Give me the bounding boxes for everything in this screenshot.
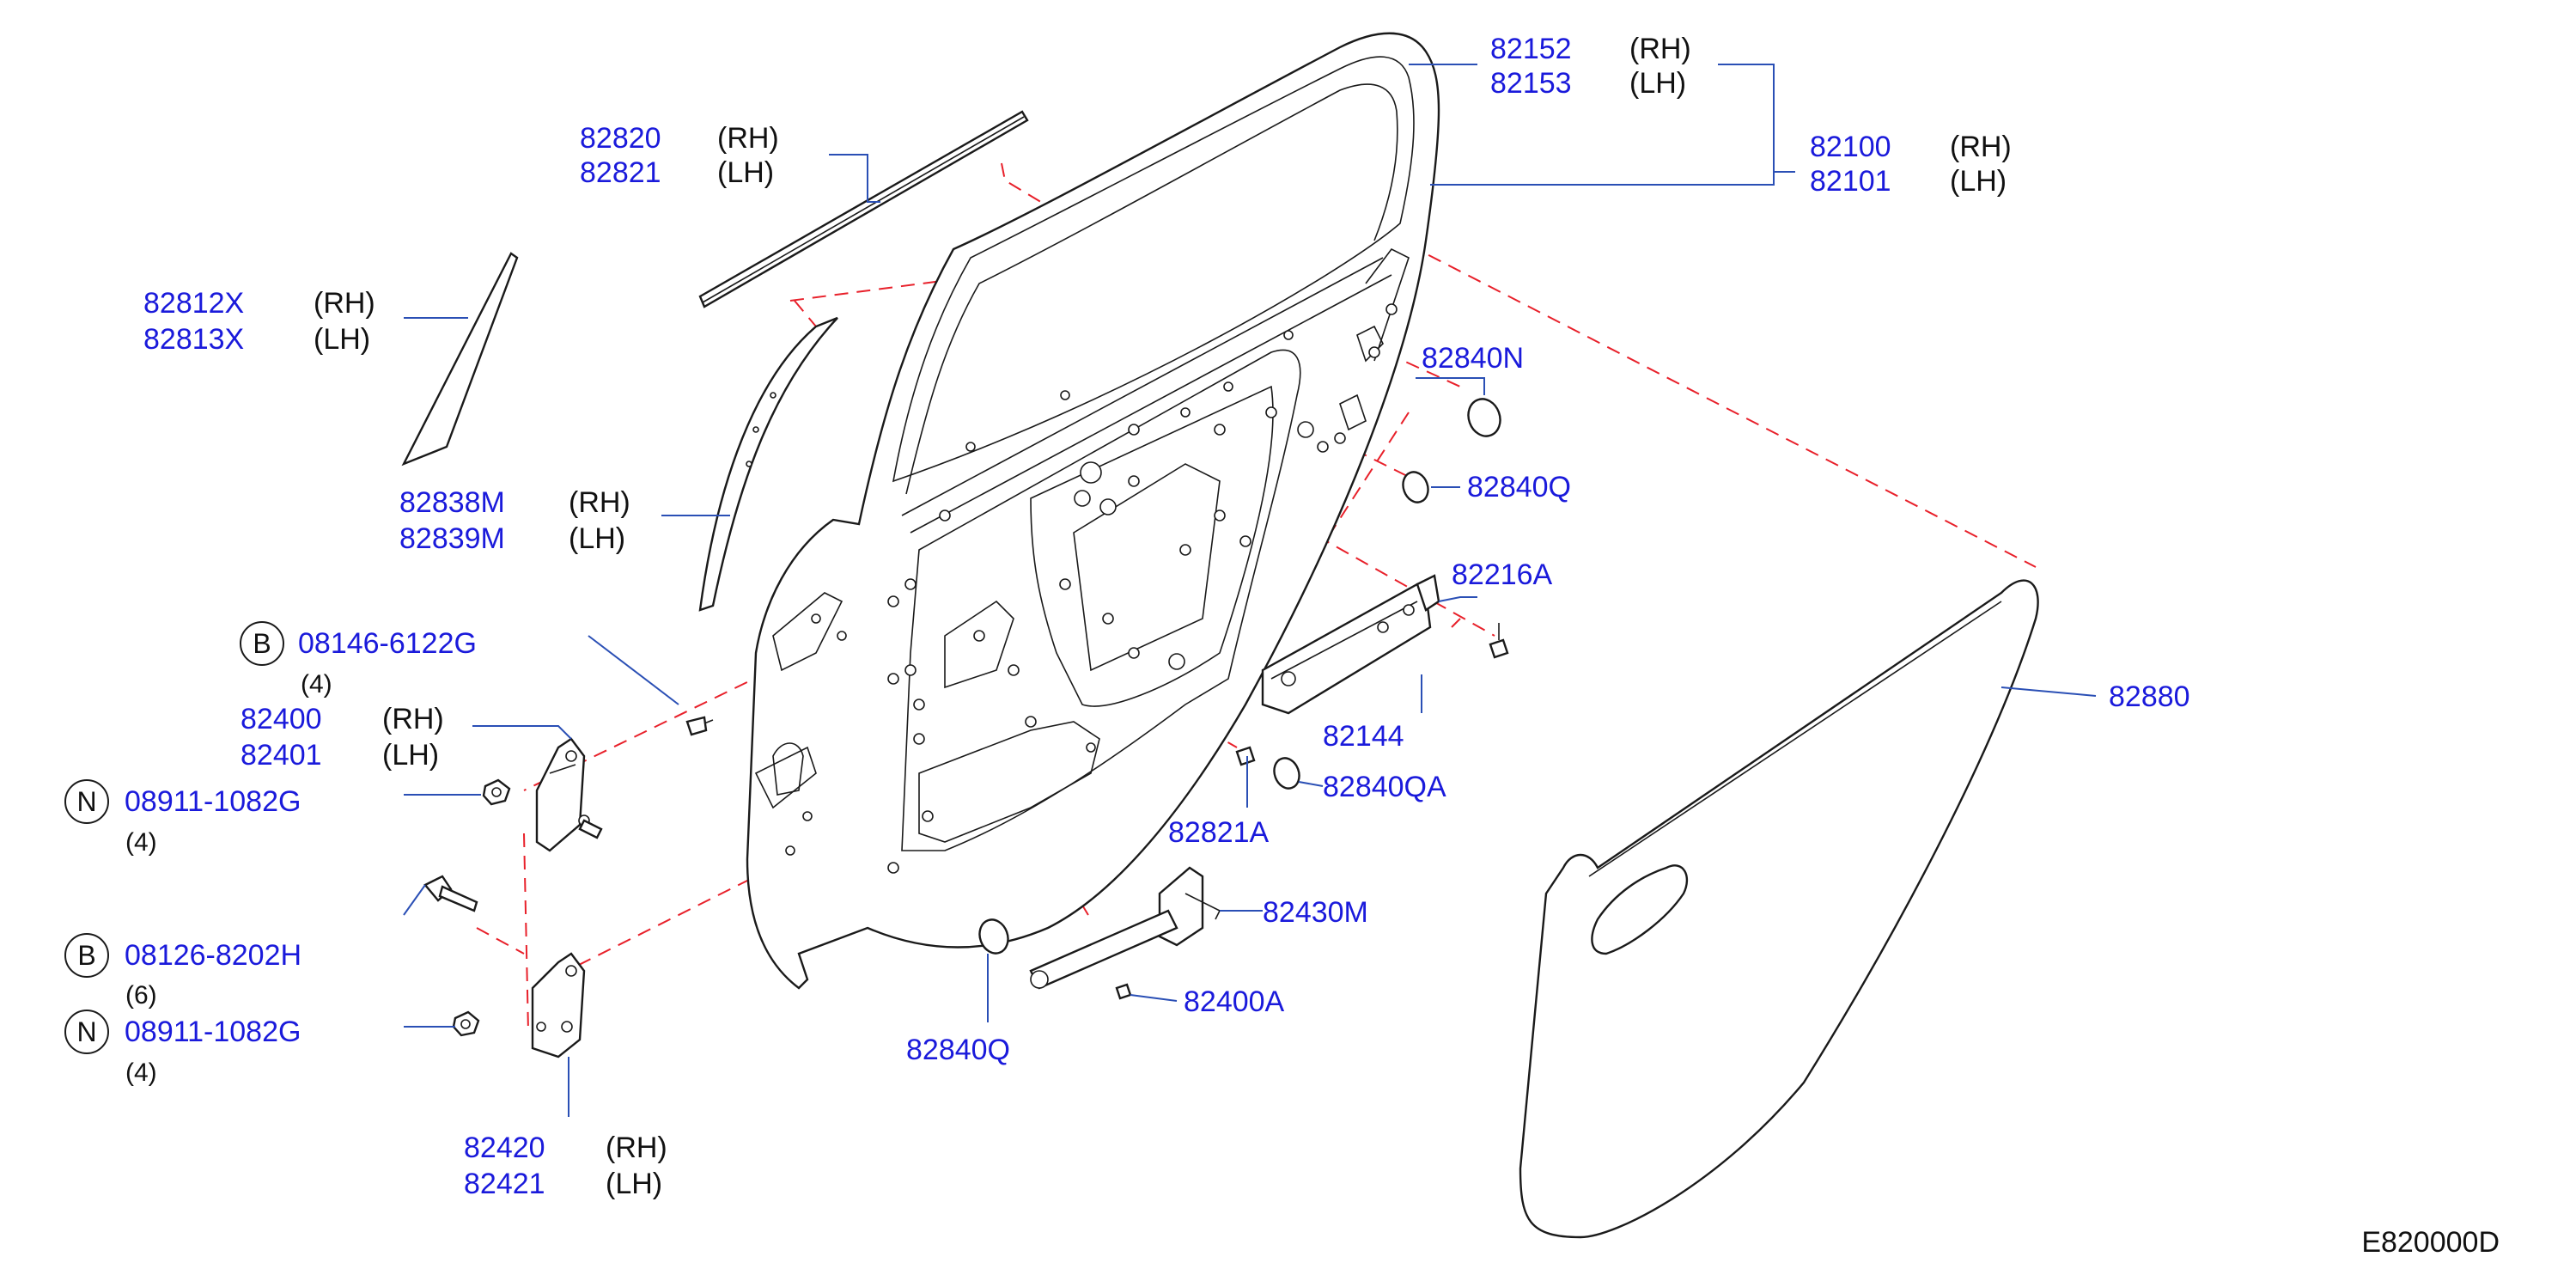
badge-circle-b [240,621,284,666]
part-number-82840Q-lower: 82840Q [906,1034,1010,1066]
part-number-82100: 82100 [1810,131,1891,163]
part-number-82840N: 82840N [1422,342,1524,375]
diagram-code: E820000D [2361,1226,2500,1259]
part-number-82430M: 82430M [1263,896,1368,929]
side-82812X: (RH) [314,287,375,320]
side-82420: (RH) [606,1132,667,1164]
plugs [978,398,1501,955]
part-number-82820: 82820 [580,122,661,155]
callout-82820-82821: 82820 (RH) 82821 (LH) [580,122,779,189]
badge-letter-n-lower: N [76,1016,96,1047]
callout-08146-6122G: B 08146-6122G (4) [240,621,477,699]
side-82839M: (LH) [569,522,625,555]
part-number-82421: 82421 [464,1168,545,1200]
part-number-82880: 82880 [2109,680,2190,713]
leader-lines [403,64,2097,1117]
part-number-82821A: 82821A [1168,816,1270,849]
quantity-08146-6122G: (4) [301,670,332,699]
part-number-82812X: 82812X [143,287,244,320]
badge-circle-b-lower [64,933,109,978]
callout-82100-82101: 82100 (RH) 82101 (LH) [1810,131,2012,198]
part-number-82216A: 82216A [1452,558,1553,591]
side-82153: (LH) [1629,67,1686,100]
sash-tape-part [401,252,519,467]
side-82400: (RH) [382,703,444,735]
part-number-08126-8202H: 08126-8202H [125,939,301,972]
sash-molding-part [698,316,838,612]
quantity-08911-1082G-upper: (4) [125,828,157,857]
side-82101: (LH) [1950,165,2007,198]
callout-82430M: 82430M [1263,896,1368,929]
part-number-82840Q: 82840Q [1467,471,1571,503]
callout-82838M-82839M: 82838M (RH) 82839M (LH) [399,486,630,555]
callout-82840QA: 82840QA [1323,771,1446,803]
side-82813X: (LH) [314,323,370,356]
bracket-part [1261,574,1440,715]
side-82401: (LH) [382,739,439,772]
door-panel-assembly [746,32,1440,990]
badge-circle-n-lower [64,1010,109,1054]
badge-letter-b: B [253,628,271,659]
part-number-82144: 82144 [1323,720,1404,753]
callout-82420-82421: 82420 (RH) 82421 (LH) [464,1132,667,1200]
lower-hinge-part [531,952,586,1058]
callout-82400A: 82400A [1184,985,1285,1018]
callout-08126-8202H: B 08126-8202H (6) [64,933,301,1010]
upper-hinge-part [535,737,603,852]
part-number-82838M: 82838M [399,486,505,519]
part-number-82821: 82821 [580,156,661,189]
callout-82400-82401: 82400 (RH) 82401 (LH) [241,703,444,772]
callout-82880: 82880 [2109,680,2190,713]
callout-82821A: 82821A [1168,816,1270,849]
side-82421: (LH) [606,1168,662,1200]
callout-82216A: 82216A [1452,558,1553,591]
callout-08911-1082G-upper: N 08911-1082G (4) [64,779,301,857]
quantity-08126-8202H: (6) [125,981,157,1010]
badge-letter-b-lower: B [77,940,95,971]
callout-08911-1082G-lower: N 08911-1082G (4) [64,1010,301,1087]
callout-82840Q: 82840Q [1467,471,1571,503]
side-82821: (LH) [717,156,774,189]
side-82100: (RH) [1950,131,2012,163]
part-number-82400: 82400 [241,703,322,735]
part-number-82813X: 82813X [143,323,244,356]
quantity-08911-1082G-lower: (4) [125,1058,157,1087]
side-82820: (RH) [717,122,779,155]
part-number-82153: 82153 [1490,67,1572,100]
callout-82152-82153: 82152 (RH) 82153 (LH) [1490,33,1691,100]
part-number-82840QA: 82840QA [1323,771,1446,803]
side-82838M: (RH) [569,486,630,519]
part-number-82101: 82101 [1810,165,1891,198]
part-number-08911-1082G-upper: 08911-1082G [125,785,301,818]
badge-letter-n-upper: N [76,786,96,817]
part-number-08911-1082G-lower: 08911-1082G [125,1016,301,1048]
side-82152: (RH) [1629,33,1691,65]
part-number-82152: 82152 [1490,33,1572,65]
part-number-82420: 82420 [464,1132,545,1164]
door-trim-part [1519,579,2039,1239]
part-number-82401: 82401 [241,739,322,772]
belt-molding-part [698,110,1029,308]
callout-82812X-82813X: 82812X (RH) 82813X (LH) [143,287,375,356]
door-check-part [1029,866,1221,990]
part-number-08146-6122G: 08146-6122G [298,627,477,660]
part-number-82400A: 82400A [1184,985,1285,1018]
badge-circle-n-upper [64,779,109,824]
callout-82840N: 82840N [1422,342,1524,375]
callout-82144: 82144 [1323,720,1404,753]
part-number-82839M: 82839M [399,522,505,555]
callout-82840Q-lower: 82840Q [906,1034,1010,1066]
